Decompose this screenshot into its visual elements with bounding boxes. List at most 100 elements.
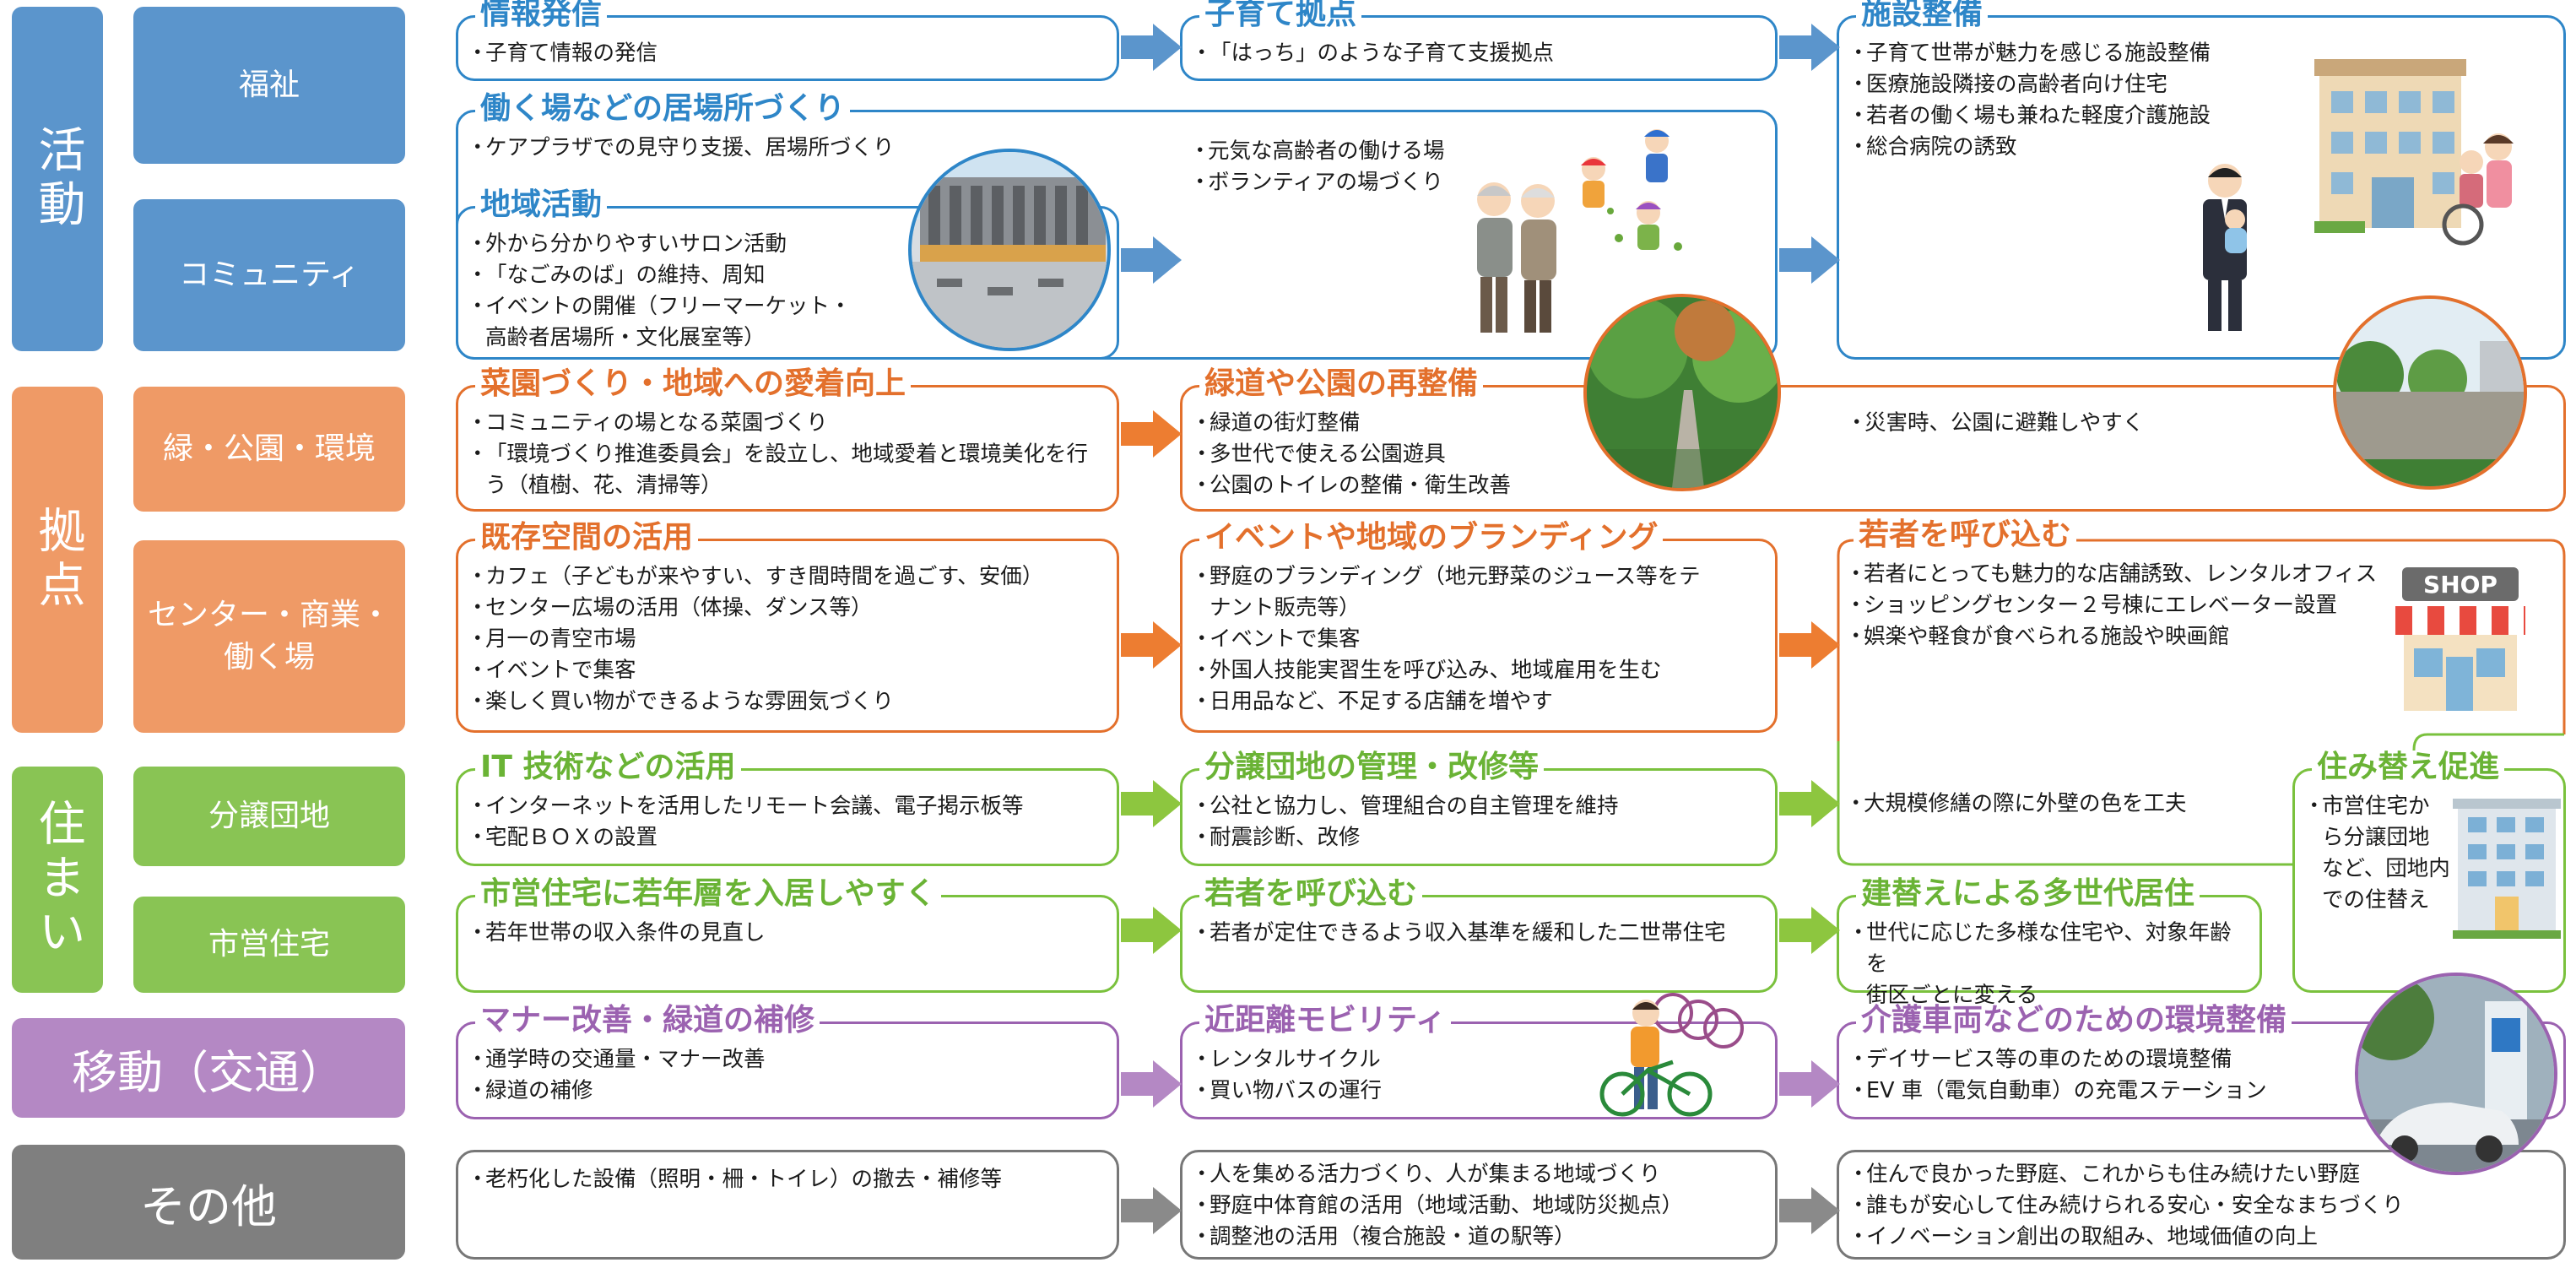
park-photo: [2333, 295, 2527, 490]
box-saien: 菜園づくり・地域への愛着向上 コミュニティの場となる菜園づくり 「環境づくり推進…: [456, 367, 1119, 512]
arrow-right-icon: [1121, 907, 1182, 954]
shop-icon: SHOP: [2395, 567, 2525, 711]
list-item: 通学時の交通量・マナー改善: [467, 1044, 1108, 1076]
list-item: 野庭中体育館の活用（地域活動、地域防災拠点）: [1191, 1190, 1767, 1222]
box-title: 地域活動: [475, 188, 608, 222]
list-item: 娯楽や軽食が食べられる施設や映画館: [1845, 621, 2431, 653]
box-wakamono-yobikomu-2: 若者を呼び込む 若者が定住できるよう収入基準を緩和した二世帯住宅: [1180, 877, 1778, 993]
subcategory-community: コミュニティ: [133, 199, 405, 351]
apartment-icon: [2453, 799, 2561, 939]
box-list-2: 大規模修繕の際に外壁の色を工夫: [1845, 788, 2557, 820]
box-list: 若年世帯の収入条件の見直し: [467, 918, 1108, 949]
list-item: 外国人技能実習生を呼び込み、地域雇用を生む: [1191, 655, 1767, 686]
box-list: 市営住宅か ら分譲団地 など、団地内 での住替え: [2303, 791, 2464, 916]
care-facility-icon: [2314, 59, 2514, 246]
box-manner: マナー改善・緑道の補修 通学時の交通量・マナー改善 緑道の補修: [456, 1004, 1119, 1119]
arrow-right-icon: [1121, 780, 1182, 827]
list-item: 人を集める活力づくり、人が集まる地域づくり: [1191, 1159, 1767, 1190]
category-sonota: その他: [12, 1145, 405, 1260]
box-title: 子育て拠点: [1199, 0, 1362, 31]
list-item: 若者にとっても魅力的な店舗誘致、レンタルオフィス: [1845, 559, 2431, 590]
list-item: 多世代で使える公園遊具: [1191, 439, 1647, 470]
list-item: センター広場の活用（体操、ダンス等）: [467, 593, 1108, 624]
box-title: 情報発信: [475, 0, 608, 31]
box-list: 子育て世帯が魅力を感じる施設整備 医療施設隣接の高齢者向け住宅 若者の働く場も兼…: [1848, 38, 2555, 163]
box-list: 「はっち」のような子育て支援拠点: [1191, 38, 1767, 69]
list-item: 「はっち」のような子育て支援拠点: [1191, 38, 1767, 69]
box-list: 外から分かりやすいサロン活動 「なごみのば」の維持、周知 イベントの開催（フリー…: [467, 229, 1108, 354]
plaza-photo: [908, 149, 1111, 351]
list-item: 買い物バスの運行: [1191, 1076, 1767, 1107]
category-katsudo: 活動: [12, 7, 103, 351]
list-item: カフェ（子どもが来やすい、すき間時間を過ごす、安価）: [467, 561, 1108, 593]
arrow-right-icon: [1121, 410, 1182, 458]
box-list: コミュニティの場となる菜園づくり 「環境づくり推進委員会」を設立し、地域愛着と環…: [467, 408, 1108, 501]
subcategory-green-park: 緑・公園・環境: [133, 387, 405, 512]
box-title: 介護車両などのための環境整備: [1856, 1004, 2292, 1038]
box-title: 市営住宅に若年層を入居しやすく: [475, 877, 941, 911]
bicycle-icon: [1599, 993, 1744, 1117]
list-item: 医療施設隣接の高齢者向け住宅: [1848, 69, 2555, 100]
box-list: デイサービス等の車のための環境整備 EV 車（電気自動車）の充電ステーション: [1848, 1044, 2555, 1107]
box-title: 菜園づくり・地域への愛着向上: [475, 367, 912, 401]
list-item: 誰もが安心して住み続けられる安心・安全なまちづくり: [1848, 1190, 2555, 1222]
box-title: 既存空間の活用: [475, 521, 699, 555]
list-item: イベントで集客: [1191, 624, 1767, 655]
ryokudo-photo-drawing: [1587, 297, 1778, 488]
category-ido: 移動（交通）: [12, 1018, 405, 1118]
box-title: 若者を呼び込む: [1854, 518, 2077, 552]
box-title: 建替えによる多世代居住: [1856, 877, 2200, 911]
park-photo-drawing: [2336, 299, 2524, 486]
shop-sign-text: SHOP: [2423, 571, 2498, 599]
list-item: 日用品など、不足する店舗を増やす: [1191, 686, 1767, 718]
subcategory-center-commerce: センター・商業・ 働く場: [133, 540, 405, 733]
box-title: イベントや地域のブランディング: [1199, 521, 1664, 555]
box-mobility: 近距離モビリティ レンタルサイクル 買い物バスの運行: [1180, 1004, 1778, 1119]
box-joho-hasshin: 情報発信 子育て情報の発信: [456, 0, 1119, 81]
list-item: 公社と協力し、管理組合の自主管理を維持: [1191, 791, 1767, 822]
arrow-right-icon: [1779, 236, 1840, 284]
list-item: 市営住宅か ら分譲団地 など、団地内 での住替え: [2303, 791, 2464, 916]
arrow-right-icon: [1121, 1060, 1182, 1108]
list-item: 月一の青空市場: [467, 624, 1108, 655]
box-list: カフェ（子どもが来やすい、すき間時間を過ごす、安価） センター広場の活用（体操、…: [467, 561, 1108, 718]
list-item: 若者の働く場も兼ねた軽度介護施設: [1848, 100, 2555, 132]
list-item: 緑道の補修: [467, 1076, 1108, 1107]
list-item: ボランティアの場づくり: [1189, 167, 1445, 198]
box-title: IT 技術などの活用: [475, 751, 741, 784]
list-item: 世代に応じた多様な住宅や、対象年齢を 街区ごとに変える: [1848, 918, 2251, 1011]
list-item: ケアプラザでの見守り支援、居場所づくり: [467, 133, 1767, 164]
box-title: マナー改善・緑道の補修: [475, 1004, 820, 1038]
subcategory-bunjo-danchi: 分譲団地: [133, 767, 405, 866]
ryokudo-photo: [1583, 294, 1781, 491]
list-item: インターネットを活用したリモート会議、電子掲示板等: [467, 791, 1108, 822]
list-item: 調整池の活用（複合施設・道の駅等）: [1191, 1222, 1767, 1253]
arrow-right-icon: [1779, 780, 1840, 827]
subcategory-shiei-jutaku: 市営住宅: [133, 897, 405, 993]
box-bunjo-kanri: 分譲団地の管理・改修等 公社と協力し、管理組合の自主管理を維持 耐震診断、改修: [1180, 751, 1778, 866]
arrow-right-icon: [1779, 24, 1840, 71]
box-list: 世代に応じた多様な住宅や、対象年齢を 街区ごとに変える: [1848, 918, 2251, 1011]
category-kyoten: 拠点: [12, 387, 103, 733]
list-item: 耐震診断、改修: [1191, 822, 1767, 853]
arrow-right-icon: [1779, 1060, 1840, 1108]
list-item: レンタルサイクル: [1191, 1044, 1767, 1076]
list-item: 緑道の街灯整備: [1191, 408, 1647, 439]
list-item: 宅配ＢＯＸの設置: [467, 822, 1108, 853]
box-list: 緑道の街灯整備 多世代で使える公園遊具 公園のトイレの整備・衛生改善: [1191, 408, 1647, 501]
list-item: 「なごみのば」の維持、周知: [467, 260, 1108, 291]
arrow-right-icon: [1121, 24, 1182, 71]
box-event-branding: イベントや地域のブランディング 野庭のブランディング（地元野菜のジュース等をテ …: [1180, 521, 1778, 733]
list-item: 若年世帯の収入条件の見直し: [467, 918, 1108, 949]
ev-charger-photo: [2355, 973, 2557, 1175]
box-list: 若者にとっても魅力的な店舗誘致、レンタルオフィス ショッピングセンター２号棟にエ…: [1845, 559, 2431, 653]
list-item: 総合病院の誘致: [1848, 132, 2555, 163]
box-wakamono-frame: 若者を呼び込む 若者にとっても魅力的な店舗誘致、レンタルオフィス ショッピングセ…: [1837, 518, 2566, 866]
list-item: 外から分かりやすいサロン活動: [467, 229, 1108, 260]
arrow-right-icon: [1779, 621, 1840, 669]
box-title: 住み替え促進: [2312, 751, 2505, 784]
list-item: ショッピングセンター２号棟にエレベーター設置: [1845, 590, 2431, 621]
category-sumai: 住まい: [12, 767, 103, 993]
box-it-katsuyo: IT 技術などの活用 インターネットを活用したリモート会議、電子掲示板等 宅配Ｂ…: [456, 751, 1119, 866]
list-item: 老朽化した設備（照明・柵・トイレ）の撤去・補修等: [467, 1164, 1108, 1195]
